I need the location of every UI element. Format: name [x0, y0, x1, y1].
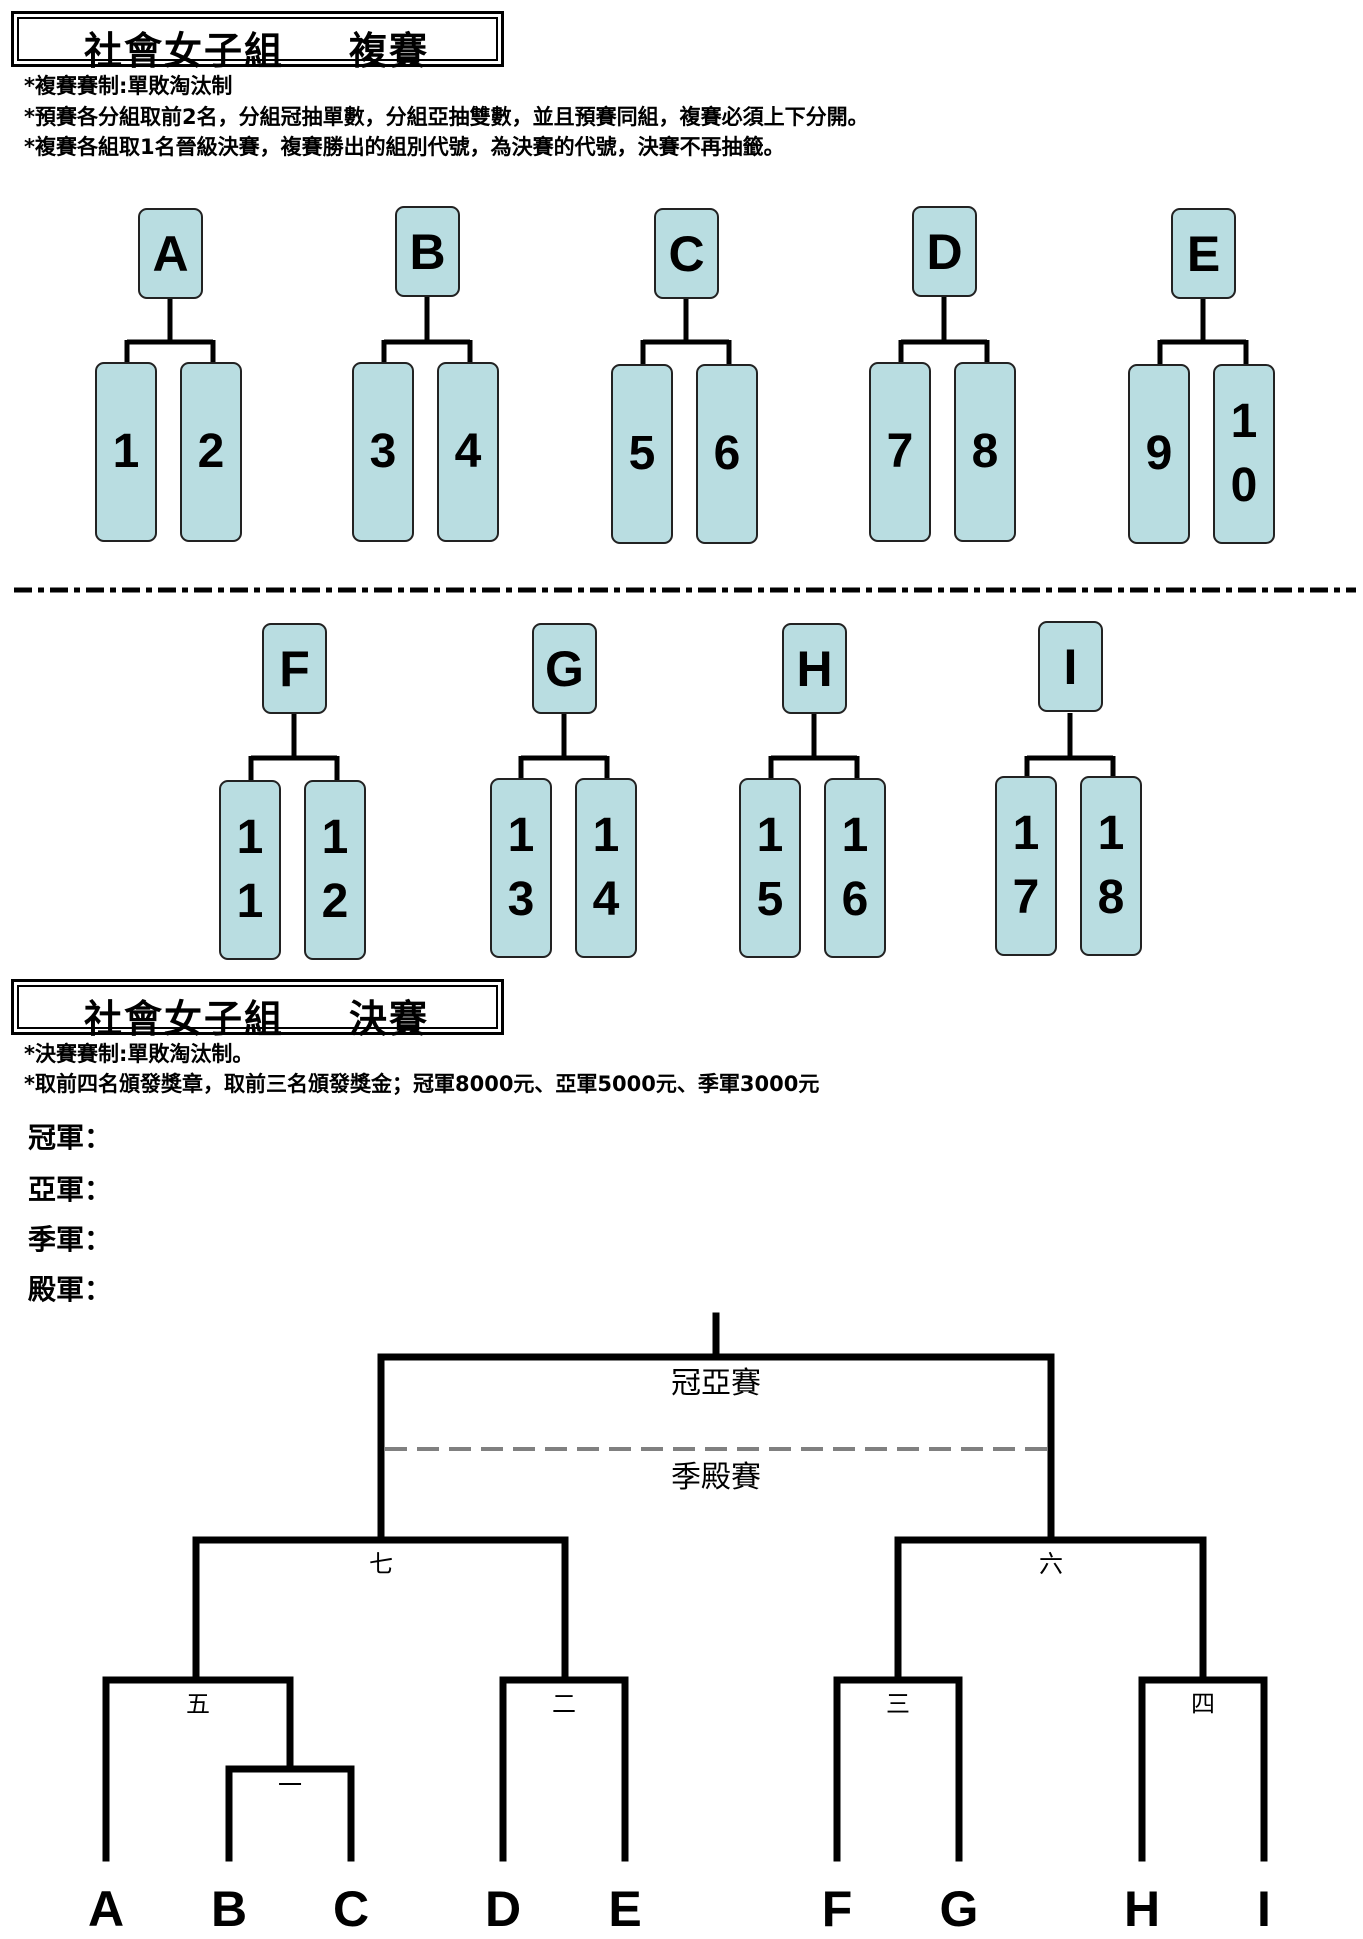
seed-box-4: 4 — [437, 362, 499, 542]
seed-box-13: 13 — [490, 778, 552, 958]
section2-rule-2: *取前四名頒發獎章，取前三名頒發獎金；冠軍8000元、亞軍5000元、季軍300… — [24, 1072, 820, 1096]
section1-title-box: 社會女子組 複賽 — [11, 11, 504, 73]
group-box-g: G — [532, 623, 597, 714]
team-label-h: H — [1123, 1881, 1161, 1937]
match-label-5: 五 — [186, 1690, 210, 1718]
team-label-g: G — [939, 1881, 979, 1937]
match-label-6: 六 — [1039, 1550, 1063, 1578]
section1-rule-2: *預賽各分組取前2名，分組冠抽單數，分組亞抽雙數，並且預賽同組，複賽必須上下分開… — [24, 105, 869, 129]
seed-box-9: 9 — [1128, 364, 1190, 544]
seed-box-15: 15 — [739, 778, 801, 958]
seed-box-10: 10 — [1213, 364, 1275, 544]
seed-box-17: 17 — [995, 776, 1057, 956]
award-champion: 冠軍： — [28, 1121, 113, 1154]
team-label-i: I — [1257, 1881, 1271, 1937]
group-box-e: E — [1171, 208, 1236, 299]
group-box-h: H — [782, 623, 847, 714]
group-box-b: B — [395, 206, 460, 297]
seed-box-2: 2 — [180, 362, 242, 542]
seed-box-18: 18 — [1080, 776, 1142, 956]
section2-title-box: 社會女子組 決賽 — [11, 979, 504, 1041]
award-third: 季軍： — [28, 1223, 113, 1256]
match-label-2: 二 — [552, 1690, 576, 1718]
seed-box-7: 7 — [869, 362, 931, 542]
seed-box-16: 16 — [824, 778, 886, 958]
team-label-e: E — [608, 1881, 642, 1937]
section1-rule-1: *複賽賽制:單敗淘汰制 — [24, 74, 233, 98]
match-label-7: 七 — [369, 1550, 393, 1578]
team-label-c: C — [332, 1881, 370, 1937]
team-label-b: B — [210, 1881, 248, 1937]
group-box-f: F — [262, 623, 327, 714]
section1-title-left: 社會女子組 — [84, 29, 285, 73]
match-label-4: 四 — [1191, 1690, 1215, 1718]
award-runner-up: 亞軍： — [28, 1173, 113, 1206]
final-match-label: 冠亞賽 — [671, 1366, 761, 1401]
team-label-a: A — [87, 1881, 125, 1937]
seed-box-14: 14 — [575, 778, 637, 958]
group-box-c: C — [654, 208, 719, 299]
seed-box-11: 11 — [219, 780, 281, 960]
award-fourth: 殿軍： — [28, 1273, 113, 1306]
seed-box-12: 12 — [304, 780, 366, 960]
section2-title-right: 決賽 — [349, 997, 430, 1041]
group-box-a: A — [138, 208, 203, 299]
team-label-f: F — [821, 1881, 853, 1937]
section2-title-left: 社會女子組 — [84, 997, 285, 1041]
seed-box-6: 6 — [696, 364, 758, 544]
third-place-match-label: 季殿賽 — [671, 1460, 761, 1495]
section2-rule-1: *決賽賽制:單敗淘汰制。 — [24, 1042, 254, 1066]
match-label-3: 三 — [886, 1690, 910, 1718]
seed-box-1: 1 — [95, 362, 157, 542]
group-box-d: D — [912, 206, 977, 297]
seed-box-5: 5 — [611, 364, 673, 544]
section1-title-right: 複賽 — [349, 29, 430, 73]
seed-box-3: 3 — [352, 362, 414, 542]
section1-rule-3: *複賽各組取1名晉級決賽，複賽勝出的組別代號，為決賽的代號，決賽不再抽籤。 — [24, 135, 785, 159]
match-label-1: 一 — [278, 1771, 302, 1799]
seed-box-8: 8 — [954, 362, 1016, 542]
group-box-i: I — [1038, 621, 1103, 712]
group-connectors — [14, 297, 1356, 782]
team-label-d: D — [484, 1881, 522, 1937]
